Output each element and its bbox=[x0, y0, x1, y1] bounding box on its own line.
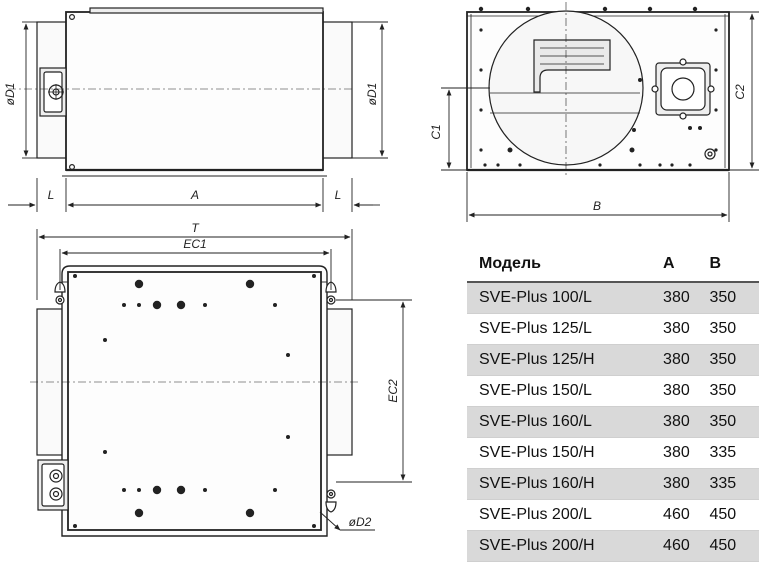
cell-b: 350 bbox=[697, 313, 759, 345]
top-housing bbox=[67, 271, 322, 531]
label-d1-right: øD1 bbox=[365, 83, 379, 106]
earth-terminal-icon bbox=[704, 148, 716, 160]
cell-model: SVE-Plus 160/H bbox=[467, 468, 652, 500]
cell-b: 350 bbox=[697, 406, 759, 438]
cell-model: SVE-Plus 125/L bbox=[467, 313, 652, 345]
cell-model: SVE-Plus 150/L bbox=[467, 375, 652, 407]
label-d2: øD2 bbox=[349, 515, 372, 529]
cell-a: 380 bbox=[651, 406, 698, 438]
technical-drawing: øD1 øD1 L A L bbox=[3, 2, 759, 537]
cell-model: SVE-Plus 200/L bbox=[467, 499, 652, 531]
cell-a: 460 bbox=[651, 499, 698, 531]
cell-model: SVE-Plus 200/H bbox=[467, 530, 652, 562]
top-flange bbox=[89, 7, 324, 14]
table-row: SVE-Plus 150/H 380 335 bbox=[467, 437, 759, 469]
label-t: T bbox=[191, 221, 200, 235]
cell-b: 350 bbox=[697, 344, 759, 376]
cell-model: SVE-Plus 125/H bbox=[467, 344, 652, 376]
cell-b: 450 bbox=[697, 499, 759, 531]
label-b: B bbox=[593, 199, 601, 213]
cell-a: 380 bbox=[651, 468, 698, 500]
cell-b: 450 bbox=[697, 530, 759, 562]
top-view-holes bbox=[73, 274, 316, 528]
table-row: SVE-Plus 125/L 380 350 bbox=[467, 313, 759, 345]
label-l-left: L bbox=[48, 188, 55, 202]
table-header-row: Модель A B bbox=[467, 247, 759, 283]
label-ec2: EC2 bbox=[386, 379, 400, 403]
column-header-a: A bbox=[651, 247, 698, 283]
label-d1-left: øD1 bbox=[3, 83, 17, 106]
column-header-b: B bbox=[697, 247, 759, 283]
label-ec1: EC1 bbox=[183, 237, 206, 251]
end-view-dimensions bbox=[441, 11, 759, 222]
side-view-dimensions bbox=[8, 21, 388, 212]
label-l-right: L bbox=[335, 188, 342, 202]
cell-a: 380 bbox=[651, 375, 698, 407]
table-row: SVE-Plus 200/L 460 450 bbox=[467, 499, 759, 531]
label-c1: C1 bbox=[429, 124, 443, 139]
cell-a: 380 bbox=[651, 313, 698, 345]
column-header-model: Модель bbox=[467, 247, 652, 283]
side-view bbox=[8, 7, 353, 177]
table-row: SVE-Plus 200/H 460 450 bbox=[467, 530, 759, 562]
cell-model: SVE-Plus 160/L bbox=[467, 406, 652, 438]
table-row: SVE-Plus 160/L 380 350 bbox=[467, 406, 759, 438]
label-a: A bbox=[190, 188, 199, 202]
cell-a: 460 bbox=[651, 530, 698, 562]
duct-collar-right bbox=[320, 21, 353, 159]
table-row: SVE-Plus 150/L 380 350 bbox=[467, 375, 759, 407]
cell-model: SVE-Plus 100/L bbox=[467, 282, 652, 314]
table-row: SVE-Plus 160/H 380 335 bbox=[467, 468, 759, 500]
cell-b: 350 bbox=[697, 375, 759, 407]
end-view-fasteners bbox=[478, 6, 718, 167]
housing-body bbox=[65, 11, 324, 171]
cell-a: 380 bbox=[651, 282, 698, 314]
top-view-dimensions bbox=[36, 229, 412, 531]
cell-b: 335 bbox=[697, 437, 759, 469]
table-row: SVE-Plus 100/L 380 350 bbox=[467, 282, 759, 314]
label-c2: C2 bbox=[733, 84, 747, 100]
end-view bbox=[466, 2, 730, 178]
cell-b: 335 bbox=[697, 468, 759, 500]
table-row: SVE-Plus 125/H 380 350 bbox=[467, 344, 759, 376]
cell-b: 350 bbox=[697, 282, 759, 314]
specification-table: Модель A B SVE-Plus 100/L 380 350 SVE-Pl… bbox=[467, 247, 759, 562]
cell-a: 380 bbox=[651, 437, 698, 469]
cell-model: SVE-Plus 150/H bbox=[467, 437, 652, 469]
cell-a: 380 bbox=[651, 344, 698, 376]
top-view bbox=[30, 265, 360, 537]
